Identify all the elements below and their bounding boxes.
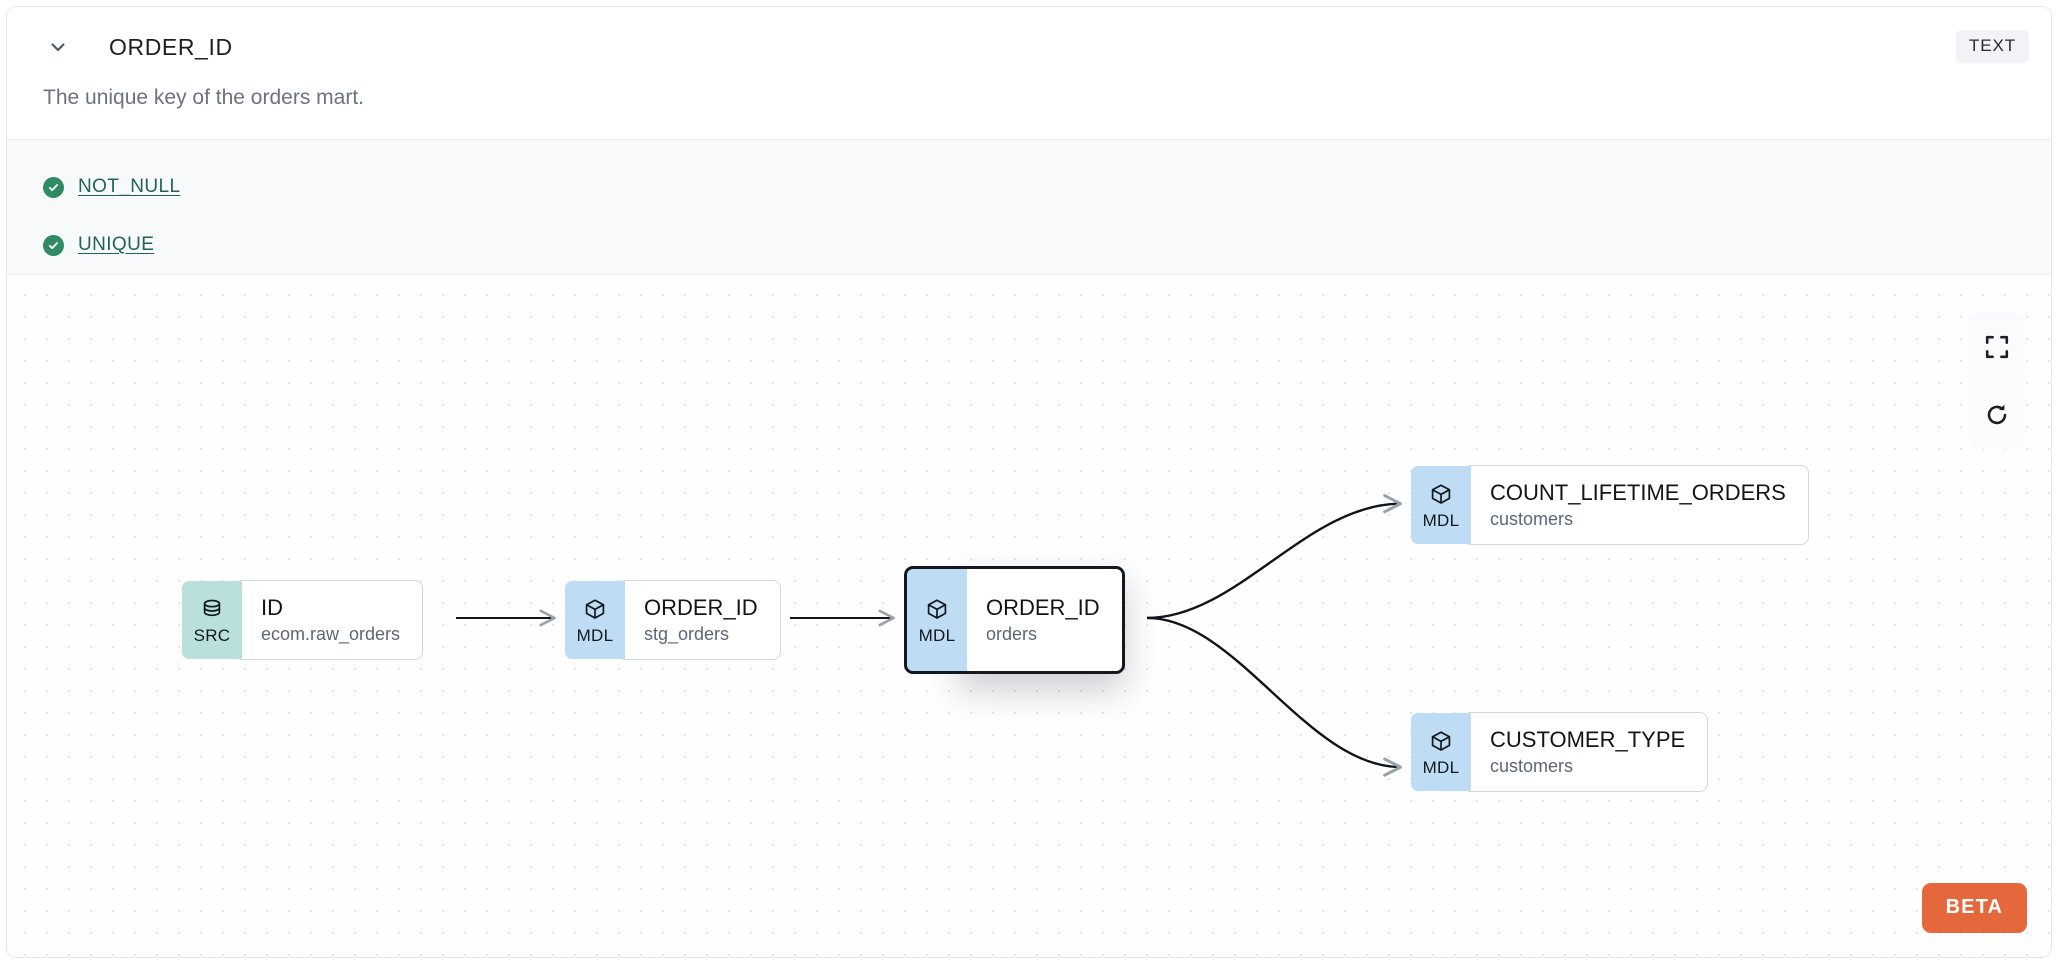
lineage-node-customer-type[interactable]: MDL CUSTOMER_TYPE customers [1411, 712, 1709, 792]
node-column-name: ORDER_ID [644, 594, 758, 620]
edge-orders-to-customer-type [1146, 616, 1401, 767]
node-badge-mdl: MDL [1411, 466, 1471, 544]
node-badge-label: MDL [918, 625, 956, 645]
database-icon [203, 599, 221, 616]
panel-header: ORDER_ID TEXT [7, 7, 2051, 87]
node-body: CUSTOMER_TYPE customers [1463, 712, 1709, 792]
lineage-node-src-id[interactable]: SRC ID ecom.raw_orders [182, 580, 424, 660]
node-model-name: customers [1490, 508, 1574, 529]
test-link-not-null[interactable]: NOT_NULL [78, 176, 181, 197]
column-type-badge: TEXT [1955, 30, 2029, 63]
node-column-name: ORDER_ID [986, 594, 1100, 620]
node-column-name: CUSTOMER_TYPE [1490, 726, 1686, 752]
node-badge-mdl: MDL [565, 581, 625, 659]
lineage-canvas[interactable]: SRC ID ecom.raw_orders MDL ORDER_ID stg_… [7, 275, 2051, 957]
refresh-icon[interactable] [1969, 381, 2025, 449]
cube-icon [1431, 730, 1451, 751]
node-badge-label: SRC [193, 625, 231, 645]
node-badge-label: MDL [1422, 510, 1460, 530]
test-link-unique[interactable]: UNIQUE [78, 234, 155, 255]
node-model-name: stg_orders [644, 623, 730, 644]
column-detail-panel: ORDER_ID TEXT The unique key of the orde… [6, 6, 2052, 958]
node-column-name: ID [261, 594, 283, 620]
page-title: ORDER_ID [109, 33, 233, 60]
node-body: COUNT_LIFETIME_ORDERS customers [1463, 465, 1809, 545]
cube-icon [1431, 483, 1451, 504]
cube-icon [927, 598, 947, 619]
column-description: The unique key of the orders mart. [43, 86, 364, 109]
node-body: ID ecom.raw_orders [234, 580, 424, 660]
lineage-node-orders-order-id[interactable]: MDL ORDER_ID orders [904, 566, 1125, 674]
node-body: ORDER_ID stg_orders [617, 580, 781, 660]
lineage-node-count-lifetime-orders[interactable]: MDL COUNT_LIFETIME_ORDERS customers [1411, 465, 1809, 545]
node-badge-label: MDL [1422, 757, 1460, 777]
node-badge-label: MDL [576, 625, 614, 645]
lineage-node-stg-order-id[interactable]: MDL ORDER_ID stg_orders [565, 580, 781, 660]
beta-badge[interactable]: BETA [1921, 883, 2027, 933]
tests-section: NOT_NULL UNIQUE [7, 139, 2051, 275]
edge-orders-to-count-lifetime [1146, 504, 1401, 620]
cube-icon [585, 598, 605, 619]
node-badge-mdl: MDL [904, 566, 967, 674]
fit-screen-icon[interactable] [1969, 313, 2025, 381]
node-model-name: orders [986, 623, 1038, 644]
node-column-name: COUNT_LIFETIME_ORDERS [1490, 479, 1786, 505]
check-circle-icon [43, 234, 64, 256]
node-model-name: customers [1490, 755, 1574, 776]
test-row: NOT_NULL [43, 158, 2015, 216]
node-badge-mdl: MDL [1411, 713, 1471, 791]
canvas-controls [1969, 313, 2025, 449]
node-badge-src: SRC [182, 581, 242, 659]
node-model-name: ecom.raw_orders [261, 623, 401, 644]
check-circle-icon [43, 176, 64, 198]
node-body: ORDER_ID orders [957, 566, 1125, 674]
chevron-down-icon[interactable] [43, 32, 73, 62]
test-row: UNIQUE [43, 216, 2015, 274]
